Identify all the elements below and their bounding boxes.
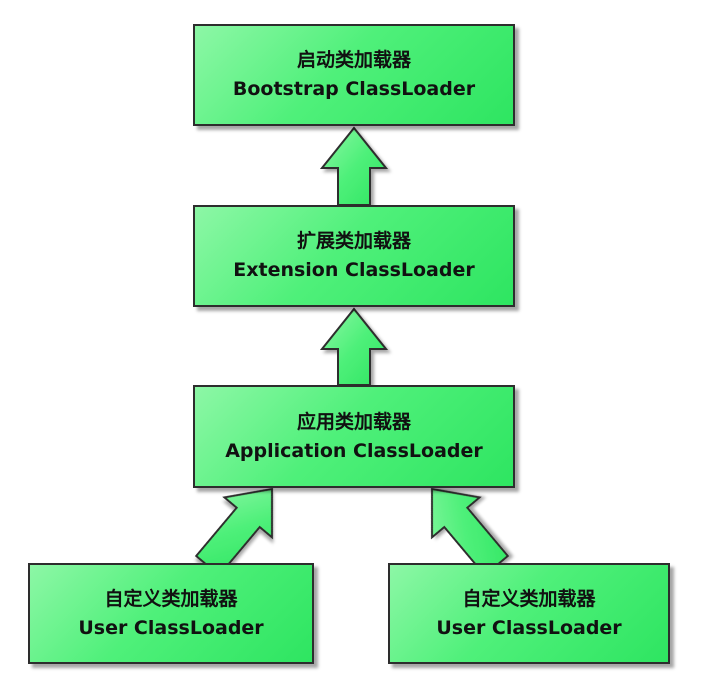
application-cn-label: 应用类加载器	[296, 410, 411, 433]
extension-en-label: Extension ClassLoader	[233, 259, 475, 281]
user-classloader-node-left: 自定义类加载器 User ClassLoader	[28, 563, 314, 664]
extension-classloader-node: 扩展类加载器 Extension ClassLoader	[193, 205, 515, 307]
user-right-cn-label: 自定义类加载器	[462, 587, 596, 610]
user-left-cn-label: 自定义类加载器	[104, 587, 238, 610]
application-classloader-node: 应用类加载器 Application ClassLoader	[193, 385, 515, 488]
application-en-label: Application ClassLoader	[225, 439, 483, 462]
bootstrap-classloader-node: 启动类加载器 Bootstrap ClassLoader	[193, 24, 515, 126]
user-right-en-label: User ClassLoader	[436, 616, 622, 639]
bootstrap-cn-label: 启动类加载器	[296, 49, 411, 71]
arrow-application-to-extension	[319, 307, 389, 386]
arrow-extension-to-bootstrap	[319, 126, 389, 206]
user-left-en-label: User ClassLoader	[78, 616, 264, 639]
extension-cn-label: 扩展类加载器	[296, 230, 411, 252]
bootstrap-en-label: Bootstrap ClassLoader	[232, 78, 476, 100]
user-classloader-node-right: 自定义类加载器 User ClassLoader	[388, 563, 670, 664]
